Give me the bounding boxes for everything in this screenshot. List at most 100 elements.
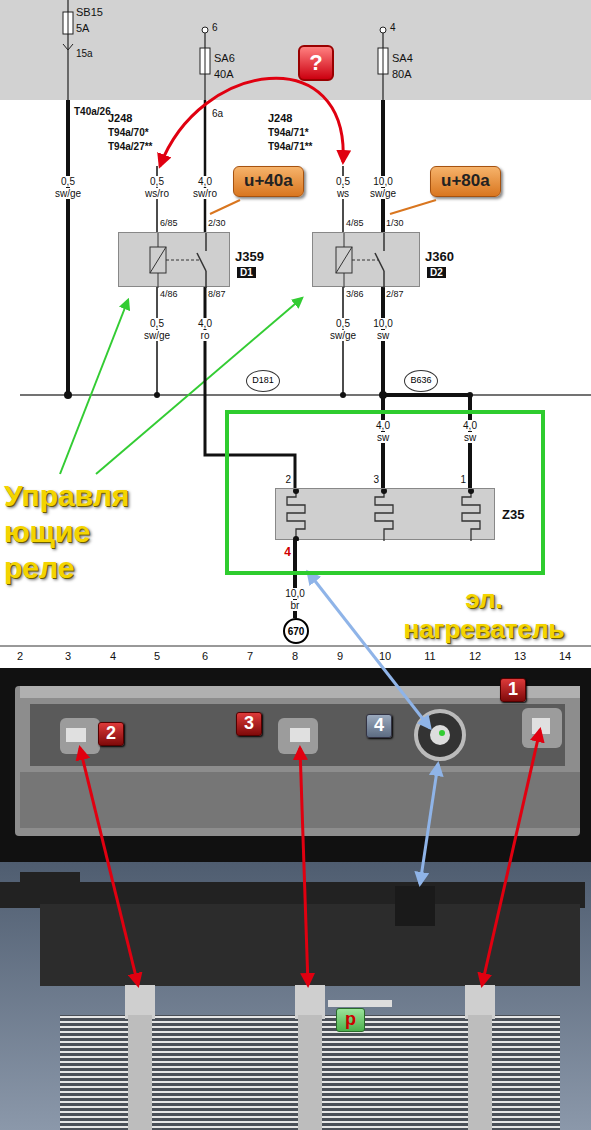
wire-label: sw/ge xyxy=(369,188,397,199)
callout-number: 1 xyxy=(500,678,526,702)
scale-number: 11 xyxy=(424,650,435,662)
wire-connector xyxy=(293,540,297,618)
wire-label: sw/ge xyxy=(329,330,357,341)
pin-label: 2/87 xyxy=(386,290,404,300)
callout-number: p xyxy=(336,1008,365,1032)
wire-connector xyxy=(205,287,295,488)
wire-label: 0,5 xyxy=(60,176,76,187)
relay-symbol xyxy=(313,233,421,288)
node-text: u+80a xyxy=(441,172,490,191)
relay-box: J359D1 xyxy=(118,232,230,287)
pin-label: 3/86 xyxy=(346,290,364,300)
connector-label: T94a/71* xyxy=(268,127,309,138)
scale-number: 9 xyxy=(337,650,343,662)
terminal-label: 15a xyxy=(76,48,93,59)
wire-label: sw xyxy=(376,432,390,443)
wire-label: sw/ge xyxy=(54,188,82,199)
wire-label: ws xyxy=(336,188,350,199)
callout-number: 2 xyxy=(98,722,124,746)
terminal-label: 6a xyxy=(212,108,223,119)
node-text: 1 xyxy=(508,680,518,700)
pin-label: 8/87 xyxy=(208,290,226,300)
node-text: D2 xyxy=(427,267,446,278)
fuse-label: SB15 xyxy=(76,6,103,18)
callout-box: u+80a xyxy=(430,166,501,197)
heater-region: эл. нагревательZ35 xyxy=(225,410,545,575)
terminal-label: 6 xyxy=(212,22,218,33)
callout-number: 4 xyxy=(366,714,392,738)
control-unit-label: J248 xyxy=(268,112,292,124)
node-text: 670 xyxy=(288,626,305,637)
wire-label: 0,5 xyxy=(335,318,351,329)
heater-element: Z35 xyxy=(275,488,495,540)
wire-label: 10,0 xyxy=(372,176,393,187)
relay-symbol xyxy=(119,233,231,288)
wire-label: 4,0 xyxy=(462,420,478,431)
pin-label: 6/85 xyxy=(160,219,178,229)
pin-label: 4/86 xyxy=(160,290,178,300)
ground-point: D181 xyxy=(246,370,280,392)
scale-number: 14 xyxy=(559,650,571,662)
connector-label: T40a/26 xyxy=(74,106,111,117)
wire-label: 10,0 xyxy=(284,588,305,599)
node-text: D1 xyxy=(237,267,256,278)
heater-symbol xyxy=(276,489,496,541)
scale-number: 5 xyxy=(154,650,160,662)
node-text: ? xyxy=(309,51,322,75)
pin-label: 4/85 xyxy=(346,219,364,229)
pin-label: 2/30 xyxy=(208,219,226,229)
wire-label: 0,5 xyxy=(335,176,351,187)
node-text: 2 xyxy=(106,724,116,744)
fuse-label: SA4 xyxy=(392,52,413,64)
node-text: Z35 xyxy=(502,507,524,522)
callout-number: 3 xyxy=(236,712,262,736)
pin-label: 1 xyxy=(460,474,466,485)
callout-box: u+40a xyxy=(233,166,304,197)
ground-point: 670 xyxy=(283,618,309,644)
wire-label: sw/ro xyxy=(192,188,218,199)
scale-number: 8 xyxy=(292,650,298,662)
scale-number: 6 xyxy=(202,650,208,662)
fuse-rating: 40A xyxy=(214,68,234,80)
node-text: p xyxy=(345,1010,356,1030)
wire-label: ro xyxy=(200,330,211,341)
pin-label: 3 xyxy=(373,474,379,485)
wire-connector xyxy=(381,287,385,488)
heading-note: Управля ющие реле xyxy=(4,478,154,586)
wire-label: sw/ge xyxy=(143,330,171,341)
wire-label: 4,0 xyxy=(197,318,213,329)
scale-number: 7 xyxy=(247,650,253,662)
control-unit-label: J248 xyxy=(108,112,132,124)
relay-box: J360D2 xyxy=(312,232,420,287)
pin-label: 1/30 xyxy=(386,219,404,229)
node-text: 4 xyxy=(374,716,384,736)
wire-label: sw xyxy=(463,432,477,443)
connector-label: T94a/71** xyxy=(268,141,312,152)
scale-number: 12 xyxy=(469,650,481,662)
fuse-rating: 80A xyxy=(392,68,412,80)
scale-number: 3 xyxy=(65,650,71,662)
ground-point: B636 xyxy=(404,370,438,392)
node-text: u+40a xyxy=(244,172,293,191)
wire-label: ws/ro xyxy=(144,188,170,199)
question-callout: ? xyxy=(298,45,334,81)
wire-label: 0,5 xyxy=(149,318,165,329)
scale-number: 2 xyxy=(17,650,23,662)
scale-number: 10 xyxy=(379,650,391,662)
node-text: D181 xyxy=(252,376,274,386)
node-text: эл. нагреватель xyxy=(389,584,579,644)
pin-label: 4 xyxy=(284,546,291,559)
pin-label: 2 xyxy=(285,474,291,485)
wire-label: br xyxy=(290,600,301,611)
terminal-label: 4 xyxy=(390,22,396,33)
wire-label: sw xyxy=(376,330,390,341)
scale-number: 4 xyxy=(110,650,116,662)
node-text: 3 xyxy=(244,714,254,734)
scale-number: 13 xyxy=(514,650,526,662)
wire-label: 4,0 xyxy=(375,420,391,431)
connector-label: T94a/70* xyxy=(108,127,149,138)
fuse-rating: 5A xyxy=(76,22,89,34)
wire-label: 10,0 xyxy=(372,318,393,329)
wire-label: 0,5 xyxy=(149,176,165,187)
node-text: J359 xyxy=(235,249,264,264)
